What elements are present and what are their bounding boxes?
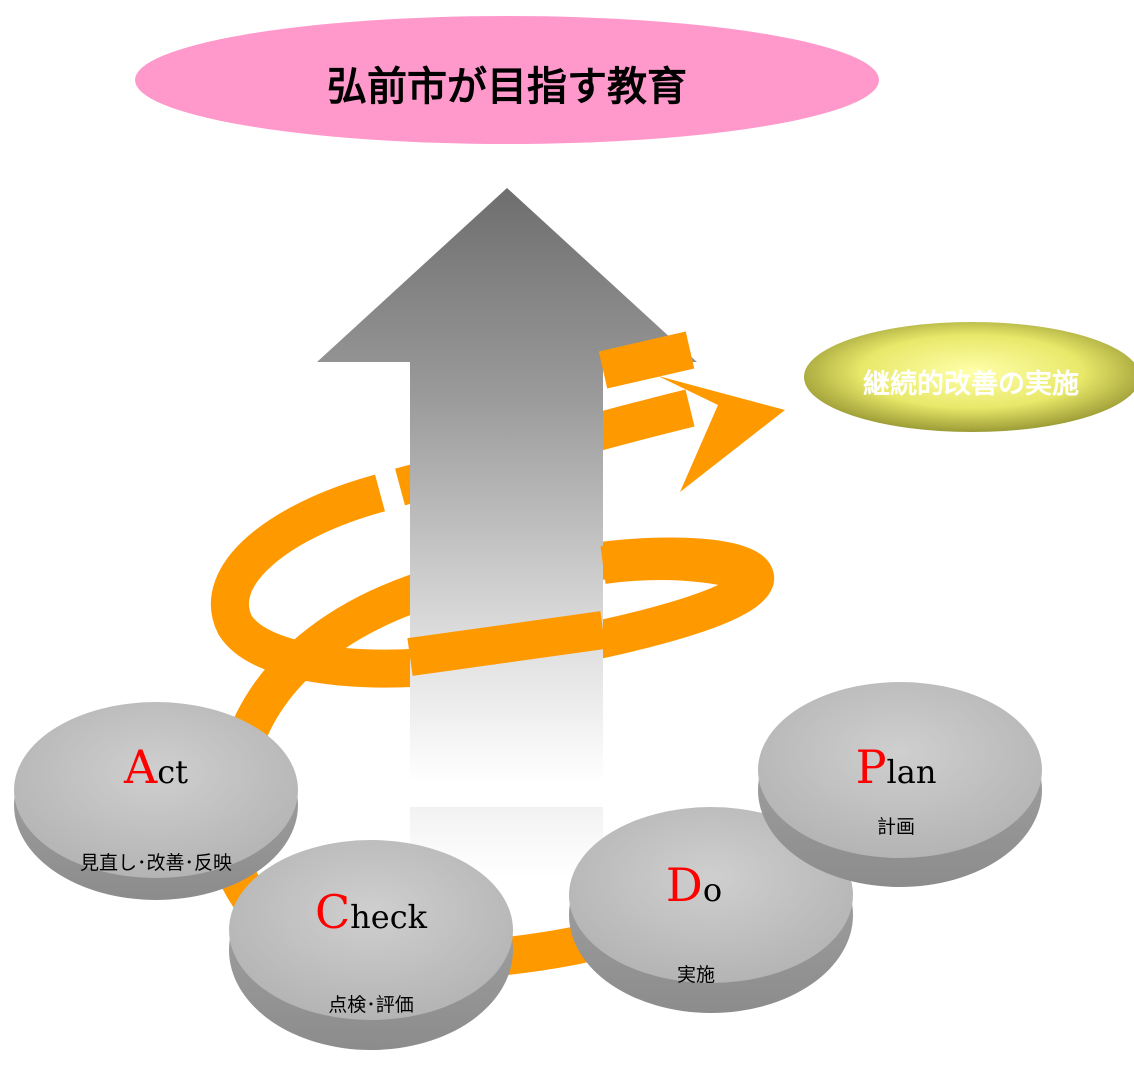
continuous-improvement-label: 継続的改善の実施 (863, 369, 1079, 400)
act-rest: ct (157, 753, 188, 791)
disc-plan (758, 682, 1042, 887)
do-title: Do (594, 858, 794, 912)
disc-do (569, 807, 853, 1013)
check-title: Check (271, 885, 471, 939)
check-initial: C (314, 885, 351, 939)
disc-check (229, 840, 513, 1050)
plan-subtitle: 計画 (876, 816, 915, 838)
do-rest: o (702, 871, 723, 909)
continuous-ellipse (804, 322, 1134, 432)
goal-ellipse (135, 16, 879, 144)
check-rest: heck (350, 898, 428, 936)
disc-act (14, 702, 298, 900)
goal-title: 弘前市が目指す教育 (327, 64, 687, 110)
check-subtitle: 点検･評価 (328, 994, 414, 1016)
act-subtitle: 見直し･改善･反映 (79, 852, 232, 874)
plan-title: Plan (796, 740, 996, 794)
do-initial: D (665, 858, 703, 912)
spiral-front (407, 331, 745, 676)
plan-rest: lan (886, 753, 937, 791)
do-subtitle: 実施 (676, 964, 715, 986)
act-initial: A (123, 740, 158, 794)
plan-initial: P (855, 740, 887, 794)
spiral-arrowhead (658, 376, 785, 492)
big-up-arrow (317, 188, 697, 877)
act-title: Act (56, 740, 256, 794)
